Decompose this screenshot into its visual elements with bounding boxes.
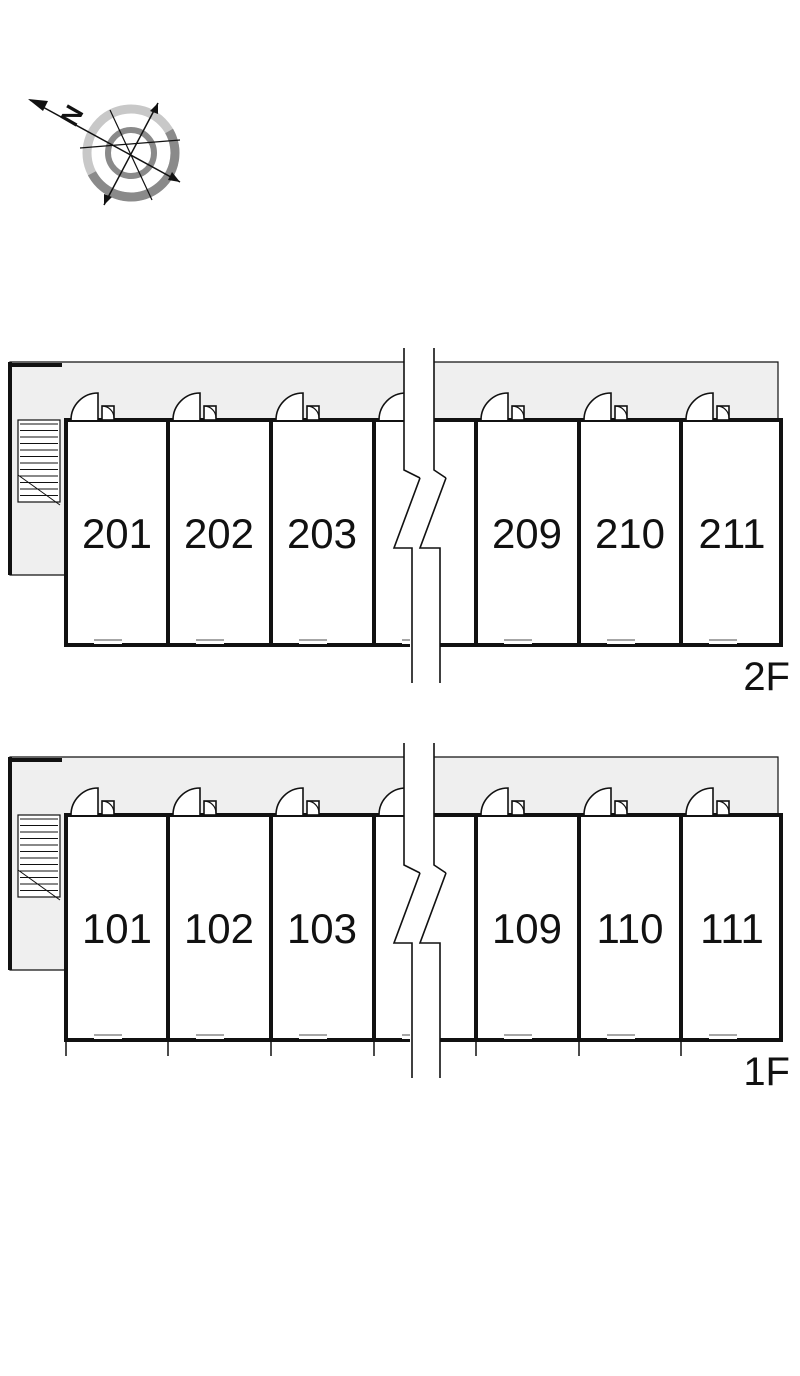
door-icon [583, 787, 628, 816]
door-icon [70, 787, 115, 816]
compass-north-letter: N [54, 100, 89, 131]
unit-number-209: 209 [492, 510, 562, 557]
floor-label: 2F [743, 655, 790, 699]
break-mark [392, 743, 447, 1078]
staircase-icon [17, 419, 61, 506]
door-icon [480, 392, 525, 421]
door-icon [685, 392, 730, 421]
unit-number-110: 110 [597, 905, 664, 952]
door-icon [583, 392, 628, 421]
floor-2F: 201 202 203 209 210 211 2F [8, 348, 790, 699]
unit-number-203: 203 [287, 510, 357, 557]
unit-number-103: 103 [287, 905, 357, 952]
floors: 201 202 203 209 210 211 2F 101 102 103 109 110 111 1F [8, 348, 790, 1094]
door-icon [172, 392, 217, 421]
floor-1F: 101 102 103 109 110 111 1F [8, 743, 790, 1094]
unit-number-210: 210 [595, 510, 665, 557]
unit-number-101: 101 [82, 905, 152, 952]
unit-number-102: 102 [184, 905, 254, 952]
unit-number-201: 201 [82, 510, 152, 557]
unit-number-211: 211 [699, 510, 766, 557]
door-icon [685, 787, 730, 816]
unit-number-111: 111 [700, 905, 764, 952]
break-mark [392, 348, 447, 683]
staircase-icon [17, 814, 61, 901]
door-icon [275, 392, 320, 421]
compass-rose-icon: N [28, 99, 181, 206]
door-icon [480, 787, 525, 816]
door-icon [70, 392, 115, 421]
floor-label: 1F [743, 1050, 790, 1094]
door-icon [275, 787, 320, 816]
unit-number-202: 202 [184, 510, 254, 557]
unit-number-109: 109 [492, 905, 562, 952]
door-icon [172, 787, 217, 816]
